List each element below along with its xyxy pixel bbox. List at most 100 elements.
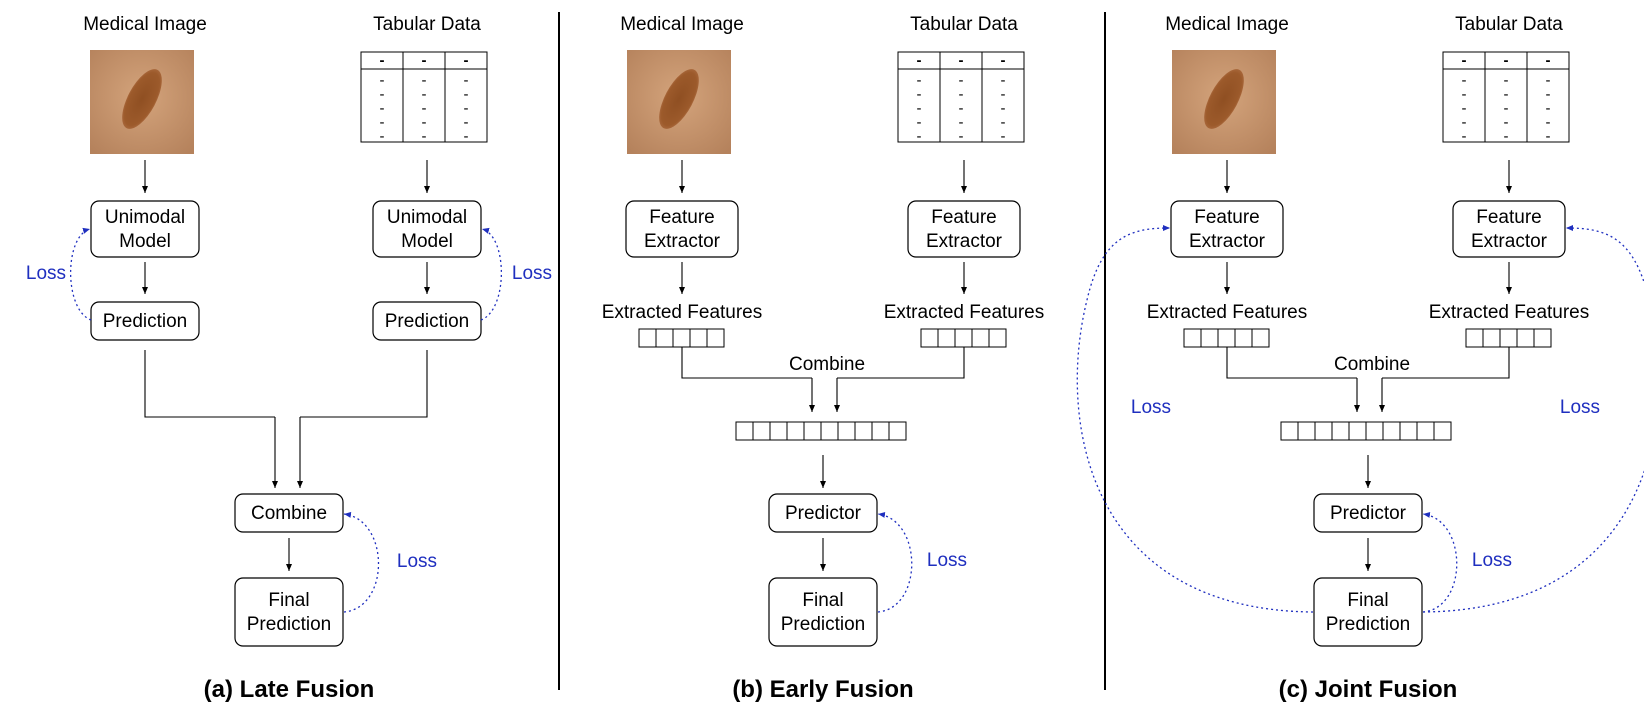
- wire-left-to-combine: [681, 347, 812, 379]
- feature-vector-right: [920, 328, 1007, 348]
- table-cell: -: [380, 86, 385, 103]
- feature-cell: [1533, 328, 1552, 348]
- combine-box: Combine: [234, 493, 344, 533]
- tabular-data-label: Tabular Data: [910, 14, 1018, 35]
- loss-label-left: Loss: [26, 263, 66, 284]
- table-cell: -: [1462, 114, 1467, 131]
- prediction-right-label: Prediction: [385, 311, 470, 332]
- feature-cell: [1183, 328, 1202, 348]
- table-cell: -: [1504, 128, 1509, 145]
- loss-curve-left: [69, 227, 92, 321]
- table-cell: -: [464, 72, 469, 89]
- table-cell: -: [422, 114, 427, 131]
- table-cell: -: [1001, 114, 1006, 131]
- table-header-cell: -: [1001, 52, 1006, 69]
- table-cell: -: [1462, 128, 1467, 145]
- combined-feature-vector: [1280, 421, 1452, 441]
- table-cell: -: [1546, 114, 1551, 131]
- table-cell: -: [422, 128, 427, 145]
- table-cell: -: [380, 114, 385, 131]
- medical-image: [90, 50, 194, 154]
- feature-cell: [1399, 421, 1418, 441]
- feature-cell: [769, 421, 788, 441]
- feature-cell: [854, 421, 873, 441]
- predictor-box: Predictor: [1313, 493, 1423, 533]
- loss-label-right: Loss: [512, 263, 552, 284]
- caption-early-fusion: (b) Early Fusion: [732, 676, 913, 703]
- feature-cell: [803, 421, 822, 441]
- feature-cell: [871, 421, 890, 441]
- predictor-box-label: Predictor: [1330, 503, 1407, 524]
- table-cell: -: [464, 86, 469, 103]
- table-cell: -: [1546, 128, 1551, 145]
- feature-cell: [638, 328, 657, 348]
- feature-cell: [655, 328, 674, 348]
- tabular-data-table: ------------------: [1442, 51, 1570, 145]
- table-header-cell: -: [422, 52, 427, 69]
- loss-label-tabular-extractor: Loss: [1560, 397, 1600, 418]
- prediction-right: Prediction: [372, 301, 482, 341]
- extracted-features-label-right: Extracted Features: [1429, 302, 1590, 323]
- medical-image-label: Medical Image: [620, 14, 744, 35]
- loss-label-final: Loss: [397, 551, 437, 572]
- table-cell: -: [464, 128, 469, 145]
- table-cell: -: [1546, 86, 1551, 103]
- wire-left-to-combine: [144, 350, 275, 418]
- feature-cell: [1499, 328, 1518, 348]
- feature-cell: [937, 328, 956, 348]
- table-cell: -: [1504, 72, 1509, 89]
- table-header-cell: -: [1546, 52, 1551, 69]
- feature-cell: [954, 328, 973, 348]
- tabular-data-table: ------------------: [897, 51, 1025, 145]
- wire-right-to-combine: [837, 347, 965, 379]
- feature-cell: [820, 421, 839, 441]
- table-cell: -: [1001, 100, 1006, 117]
- feature-cell: [1482, 328, 1501, 348]
- table-cell: -: [1546, 72, 1551, 89]
- table-cell: -: [959, 114, 964, 131]
- feature-cell: [1516, 328, 1535, 348]
- feature-cell: [1314, 421, 1333, 441]
- table-cell: -: [1546, 100, 1551, 117]
- loss-label-predictor: Loss: [927, 550, 967, 571]
- table-cell: -: [1462, 100, 1467, 117]
- extracted-features-label-right: Extracted Features: [884, 302, 1045, 323]
- feature-cell: [786, 421, 805, 441]
- prediction-left: Prediction: [90, 301, 200, 341]
- tabular-data-label: Tabular Data: [1455, 14, 1563, 35]
- loss-curve-tabular-extractor: [1422, 225, 1644, 613]
- table-cell: -: [1504, 100, 1509, 117]
- feature-cell: [837, 421, 856, 441]
- table-header-cell: -: [1504, 52, 1509, 69]
- feature-cell: [706, 328, 725, 348]
- feature-cell: [1465, 328, 1484, 348]
- table-cell: -: [917, 72, 922, 89]
- loss-curve-final: [343, 511, 380, 613]
- table-cell: -: [464, 114, 469, 131]
- table-cell: -: [1001, 128, 1006, 145]
- feature-cell: [1433, 421, 1452, 441]
- table-cell: -: [380, 100, 385, 117]
- table-cell: -: [917, 86, 922, 103]
- feature-cell: [672, 328, 691, 348]
- table-header-cell: -: [959, 52, 964, 69]
- feature-cell: [1365, 421, 1384, 441]
- extracted-features-label-left: Extracted Features: [602, 302, 763, 323]
- loss-curve-predictor: [877, 511, 913, 613]
- table-cell: -: [1504, 114, 1509, 131]
- wire-left-to-combine: [1226, 347, 1357, 379]
- wire-right-to-combine: [1382, 347, 1510, 379]
- loss-label-image-extractor: Loss: [1131, 397, 1171, 418]
